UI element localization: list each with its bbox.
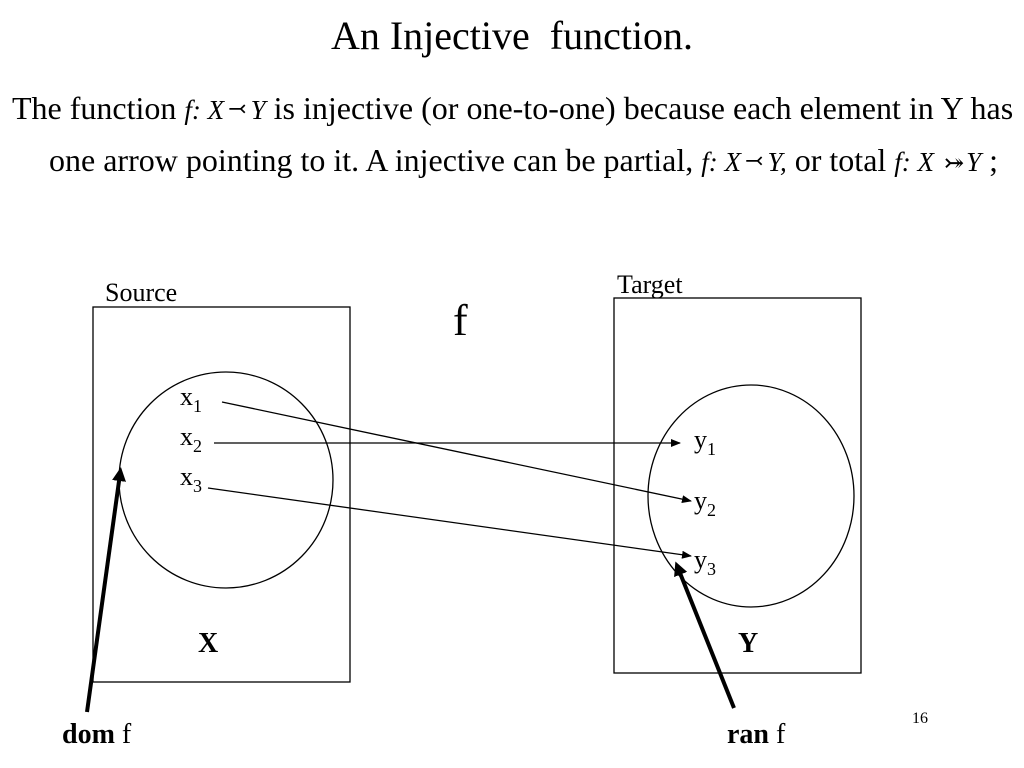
- target-ellipse: [647, 384, 855, 608]
- source-set-label: X: [198, 628, 218, 659]
- target-set-label: Y: [738, 628, 758, 659]
- source-element-x2: x2: [180, 422, 202, 456]
- math-x-2: X: [717, 147, 742, 177]
- source-element-x1: x1: [180, 382, 202, 416]
- body-text-2: is injective (or one-to-one) because eac…: [49, 90, 1014, 178]
- ran-pointer-arrow: [674, 561, 736, 709]
- page-number: 16: [912, 710, 928, 727]
- ran-label: ran f: [727, 719, 786, 750]
- math-f-2: f:: [701, 147, 718, 177]
- source-label: Source: [105, 278, 177, 307]
- math-x-1: X: [200, 95, 225, 125]
- body-text-4: ;: [981, 142, 999, 178]
- math-f-3: f:: [894, 147, 911, 177]
- math-x-3: X: [910, 147, 935, 177]
- math-f-1: f:: [184, 95, 201, 125]
- dom-pointer-arrow: [85, 467, 126, 713]
- function-label: f: [453, 296, 468, 345]
- math-y-3: Y: [966, 147, 982, 177]
- math-y-1: Y: [250, 95, 266, 125]
- total-injection-arrow-icon: ⤖: [944, 151, 965, 177]
- body-text-1: The function: [12, 90, 185, 126]
- math-y-2: Y,: [767, 147, 787, 177]
- body-paragraph: The function f: X⤙Y is injective (or one…: [12, 84, 1024, 188]
- partial-function-arrow-icon: ⤙: [745, 148, 764, 173]
- slide-title: An Injective function.: [330, 13, 694, 58]
- target-label: Target: [617, 270, 683, 299]
- arrow-x3-to-y3: [207, 487, 692, 559]
- body-text-3: or total: [786, 142, 895, 178]
- dom-label: dom f: [62, 719, 132, 750]
- target-element-y3: y3: [694, 545, 716, 579]
- source-ellipse: [118, 371, 334, 589]
- arrow-x1-to-y2: [221, 401, 692, 504]
- partial-function-arrow-icon: ⤙: [228, 96, 247, 121]
- source-box: [92, 306, 351, 683]
- source-element-x3: x3: [180, 462, 202, 496]
- target-element-y2: y2: [694, 486, 716, 520]
- target-box: [613, 297, 862, 674]
- target-element-y1: y1: [694, 425, 716, 459]
